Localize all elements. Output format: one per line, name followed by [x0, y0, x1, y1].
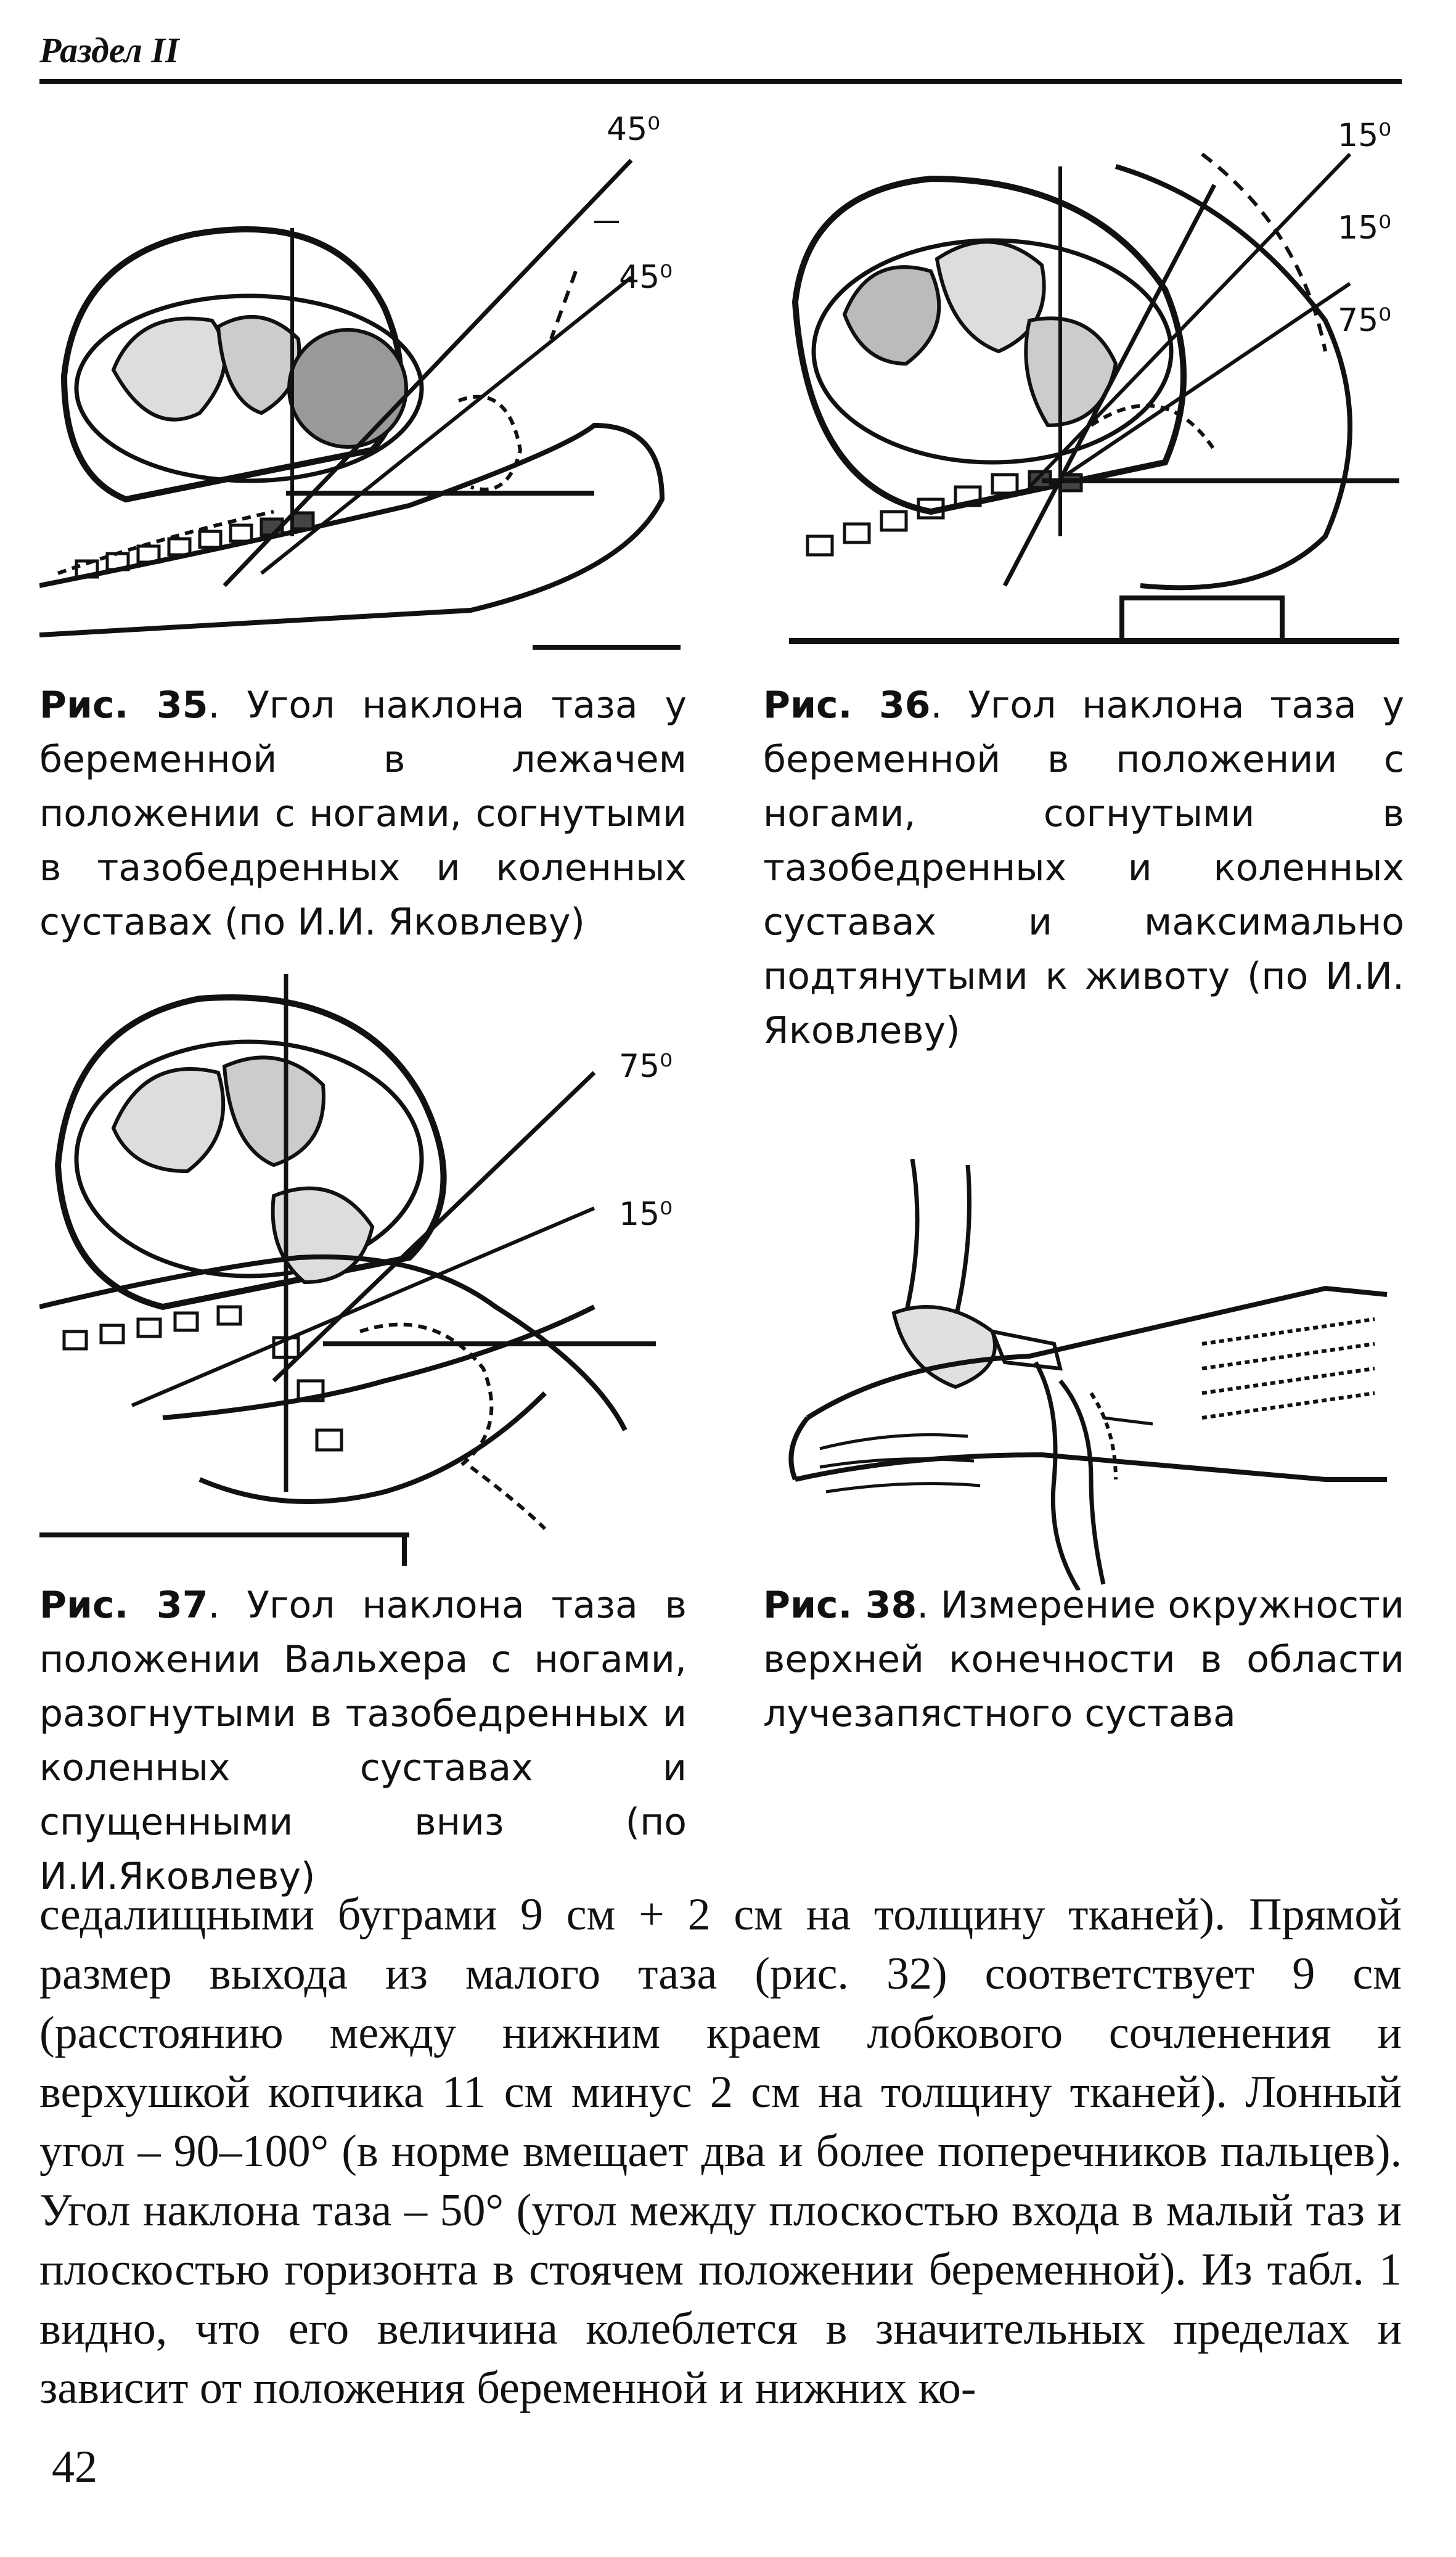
figure-36-caption: Рис. 36. Угол наклона таза у беременной … [763, 678, 1404, 1058]
figure-37-illustration: 75⁰ 15⁰ [39, 962, 693, 1566]
figure-38-illustration [771, 1159, 1405, 1590]
angle-label-2: 45⁰ [619, 259, 673, 296]
figure-38-label: Рис. 38 [763, 1584, 917, 1627]
header-rule [39, 79, 1402, 84]
figure-37-caption-text: . Угол наклона таза в положении Вальхера… [39, 1584, 687, 1898]
figure-35-caption: Рис. 35. Угол наклона таза у беременной … [39, 678, 687, 949]
angle-label-2: 15⁰ [1338, 210, 1392, 247]
figure-36-caption-text: . Угол наклона таза у беременной в полож… [763, 684, 1404, 1052]
figure-35-caption-text: . Угол наклона таза у беременной в лежач… [39, 684, 687, 944]
angle-label-1: 75⁰ [619, 1048, 673, 1085]
figure-38-caption-text: . Измерение окружности верхней конечност… [763, 1584, 1404, 1735]
angle-label-2: 15⁰ [619, 1196, 673, 1233]
figure-35-illustration: 45⁰ 45⁰ [39, 105, 693, 660]
body-paragraph: седалищными буграми 9 см + 2 см на толщи… [39, 1889, 1402, 2413]
angle-label-1: 15⁰ [1338, 117, 1392, 154]
figure-36-illustration: 15⁰ 15⁰ 75⁰ [771, 105, 1405, 660]
figure-38-caption: Рис. 38. Измерение окружности верхней ко… [763, 1578, 1404, 1741]
page-number: 42 [52, 2442, 97, 2492]
angle-label-3: 75⁰ [1338, 302, 1392, 339]
figure-37-label: Рис. 37 [39, 1584, 208, 1627]
angle-label-1: 45⁰ [607, 111, 661, 148]
figure-37-caption: Рис. 37. Угол наклона таза в положении В… [39, 1578, 687, 1904]
figure-35-label: Рис. 35 [39, 684, 208, 727]
running-head-section: Раздел II [39, 30, 179, 70]
figure-36-label: Рис. 36 [763, 684, 931, 727]
